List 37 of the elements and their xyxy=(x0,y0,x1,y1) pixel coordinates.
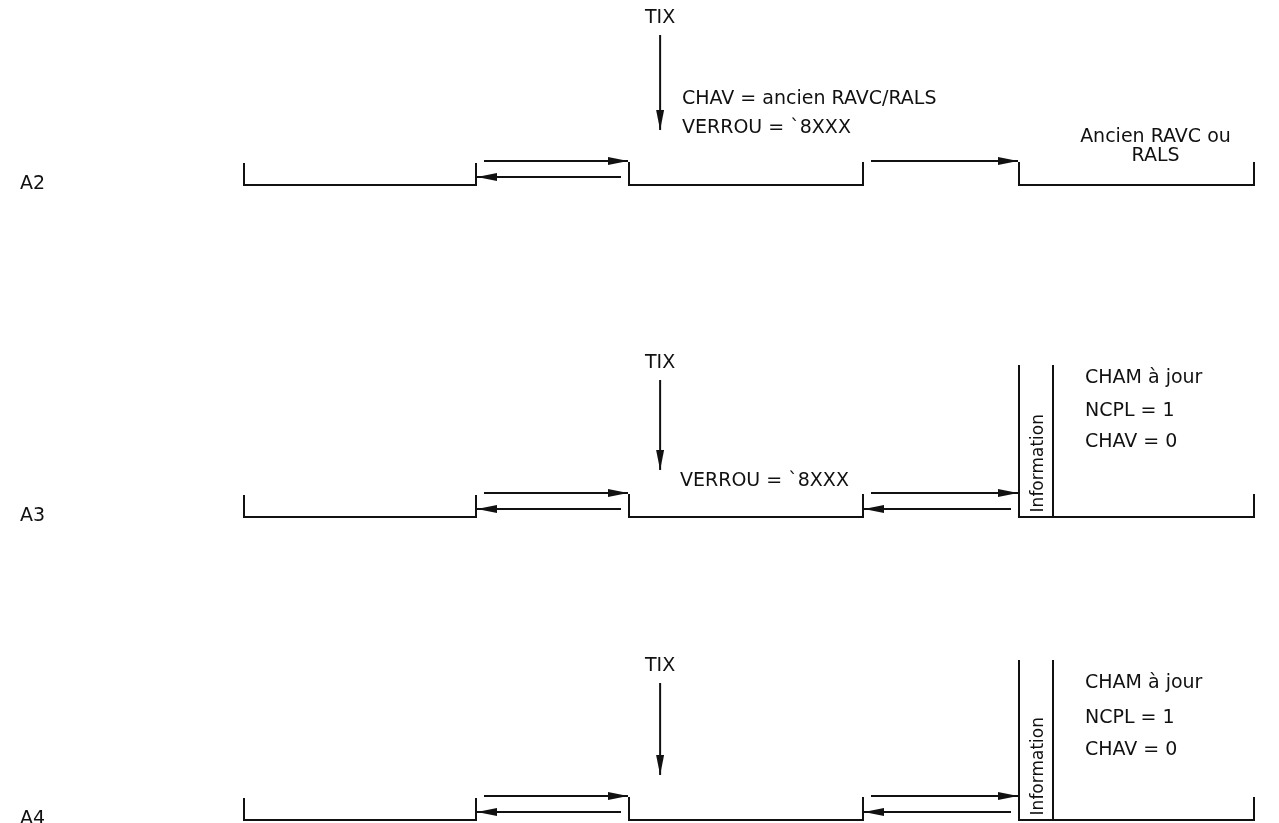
arrow xyxy=(863,505,1012,513)
field-text: Ancien RAVC ou RALS xyxy=(1079,126,1232,164)
field-text: Information xyxy=(1026,413,1048,512)
annotation-text: CHAM à jour xyxy=(1085,670,1203,692)
signal-label: TIX xyxy=(645,350,676,372)
arrow xyxy=(870,792,1019,800)
record-bracket xyxy=(243,798,477,821)
arrow xyxy=(870,489,1019,497)
field-bracket xyxy=(1018,660,1054,821)
signal-label: TIX xyxy=(645,5,676,27)
annotation-text: CHAV = 0 xyxy=(1085,737,1178,759)
annotation-text: NCPL = 1 xyxy=(1085,398,1175,420)
arrow xyxy=(483,792,629,800)
annotation-text: CHAV = ancien RAVC/RALS xyxy=(682,86,937,108)
arrow xyxy=(656,379,665,471)
field-text: VERROU = `8XXX xyxy=(680,470,849,489)
annotation-text: CHAM à jour xyxy=(1085,365,1203,387)
arrow xyxy=(476,173,622,181)
annotation-text: VERROU = `8XXX xyxy=(682,115,851,137)
arrow xyxy=(476,808,622,816)
arrow xyxy=(863,808,1012,816)
arrow xyxy=(656,682,665,776)
record-bracket xyxy=(243,163,477,186)
field-text: Information xyxy=(1026,716,1048,815)
arrow xyxy=(656,34,665,131)
arrow xyxy=(483,489,629,497)
annotation-text: CHAV = 0 xyxy=(1085,429,1178,451)
row-label: A3 xyxy=(20,503,46,525)
arrow xyxy=(483,157,629,165)
field-bracket xyxy=(1018,365,1054,518)
row-label: A2 xyxy=(20,171,46,193)
annotation-text: NCPL = 1 xyxy=(1085,705,1175,727)
record-bracket xyxy=(243,495,477,518)
arrow xyxy=(476,505,622,513)
record-bracket xyxy=(628,470,864,518)
arrow xyxy=(870,157,1019,165)
signal-label: TIX xyxy=(645,653,676,675)
